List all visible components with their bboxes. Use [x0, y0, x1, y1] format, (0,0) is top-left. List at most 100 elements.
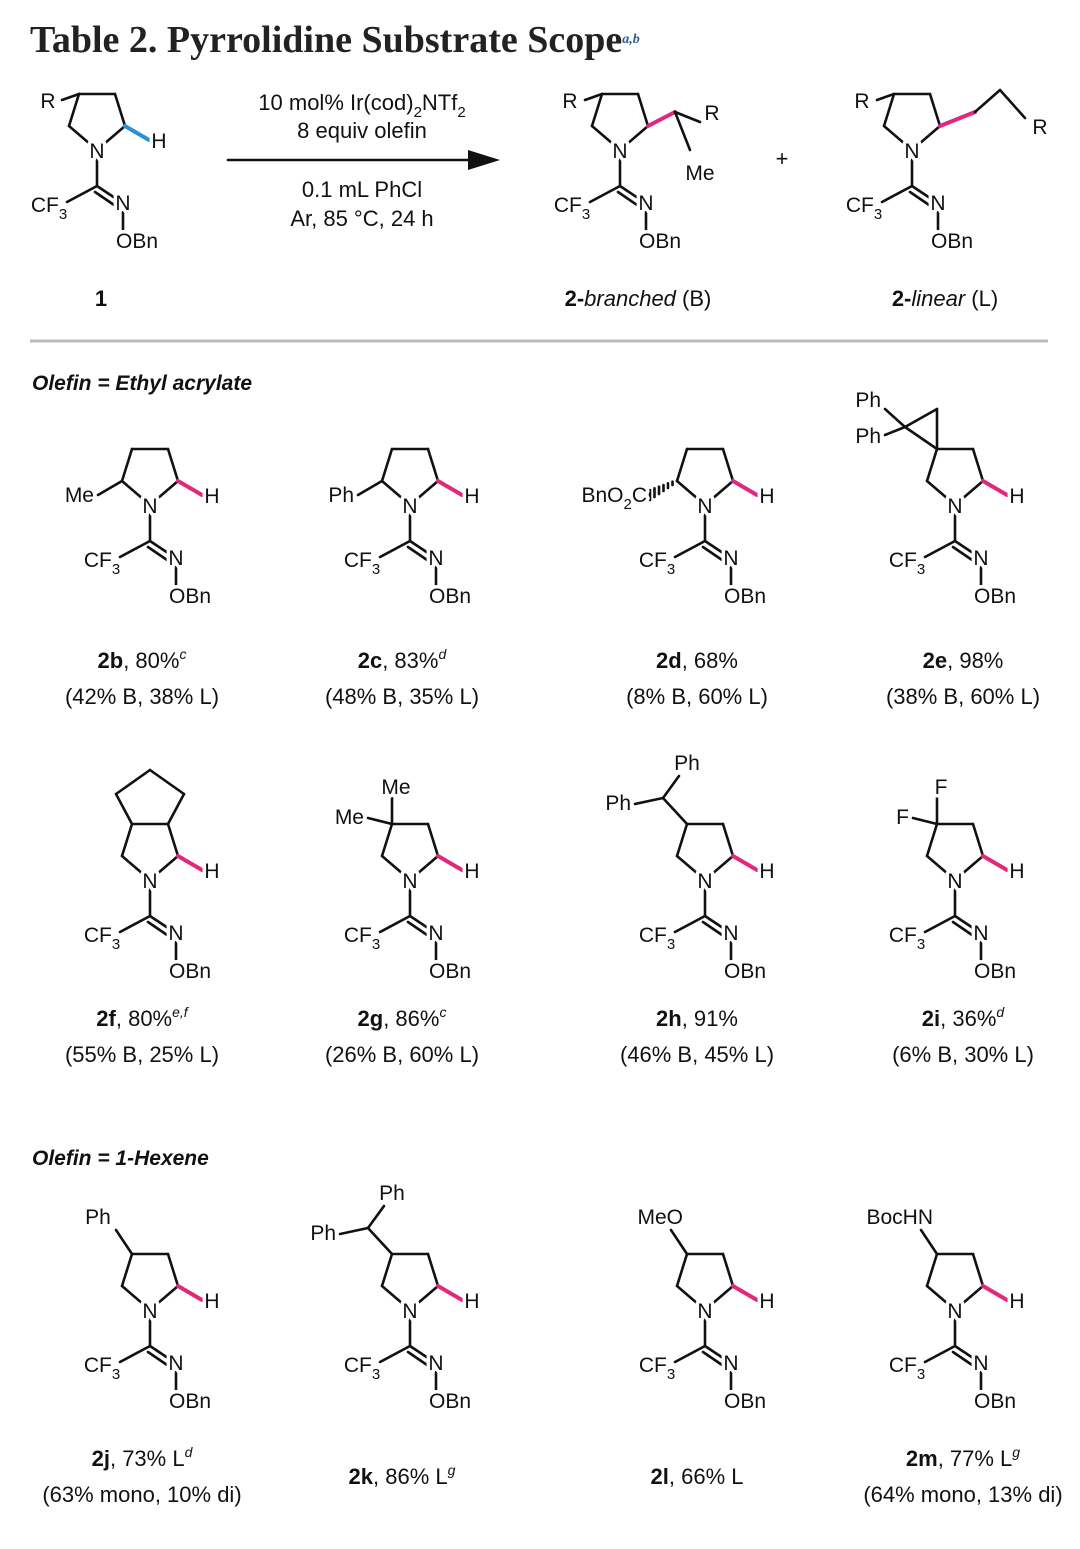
- bond: [703, 914, 731, 934]
- compound-id: 2l: [651, 1464, 669, 1489]
- atom-label: Me: [65, 484, 94, 507]
- atom-label: H: [464, 860, 479, 883]
- condition-solvent: 0.1 mL PhCl: [302, 177, 422, 202]
- condition-olefin: 8 equiv olefin: [297, 118, 427, 143]
- atom-label: N: [638, 192, 653, 215]
- label-part: NTf: [422, 90, 458, 115]
- bond: [166, 792, 186, 826]
- selectivity-detail: (8% B, 60% L): [626, 684, 768, 709]
- bond: [701, 1350, 727, 1369]
- compound-id: 2m: [906, 1446, 938, 1471]
- bond: [925, 854, 957, 882]
- bond: [675, 1284, 707, 1312]
- bond: [951, 920, 977, 939]
- ring-nitrogen: N: [947, 870, 962, 893]
- atom-label: R: [854, 90, 869, 113]
- bond: [366, 816, 394, 826]
- label-part: Table 2. Pyrrolidine Substrate Scope: [30, 19, 622, 61]
- yield-value: , 91%: [682, 1006, 738, 1031]
- yield-value: , 77% L: [938, 1446, 1013, 1471]
- bond: [166, 447, 180, 483]
- bond: [910, 184, 938, 204]
- atom-label: H: [204, 860, 219, 883]
- ch-bond: [176, 854, 204, 872]
- bond: [408, 1284, 440, 1312]
- bond: [380, 479, 412, 507]
- bond: [951, 545, 977, 564]
- compound-id: 2b: [98, 648, 124, 673]
- obn-label: OBn: [974, 1390, 1016, 1413]
- bond: [113, 92, 127, 128]
- label-part: CF: [344, 924, 372, 947]
- bond: [925, 1252, 939, 1288]
- bond: [903, 407, 939, 429]
- atom-label: H: [1009, 860, 1024, 883]
- label-part: CF: [344, 1354, 372, 1377]
- bond: [923, 539, 957, 559]
- bond: [910, 124, 942, 152]
- label-part: CF: [846, 194, 874, 217]
- selectivity-detail: (48% B, 35% L): [325, 684, 479, 709]
- atom-label: N: [723, 547, 738, 570]
- obn-label: OBn: [429, 1390, 471, 1413]
- cf3-label: CF3: [344, 549, 380, 578]
- bond: [971, 447, 985, 483]
- bond: [96, 479, 124, 497]
- obn-label: OBn: [429, 960, 471, 983]
- atom-label: BnO2C: [581, 484, 647, 513]
- label-part: (L): [965, 286, 998, 311]
- bond: [120, 1252, 134, 1288]
- obn-label: OBn: [931, 230, 973, 253]
- ring-nitrogen: N: [142, 870, 157, 893]
- obn-label: OBn: [169, 960, 211, 983]
- ring-nitrogen: N: [947, 1300, 962, 1323]
- yield-value: , 83%: [382, 648, 438, 673]
- bond: [408, 914, 436, 934]
- label-part: C: [632, 484, 647, 507]
- atom-label: H: [464, 485, 479, 508]
- selectivity-detail: (6% B, 30% L): [892, 1042, 1034, 1067]
- bond: [925, 822, 939, 858]
- obn-label: OBn: [724, 1390, 766, 1413]
- compound-yield: 2f, 80%e,f: [96, 1004, 190, 1031]
- ch-bond: [981, 854, 1009, 872]
- label-part: 3: [874, 206, 882, 223]
- compound-id: 2d: [656, 648, 682, 673]
- compound-id: 2g: [358, 1006, 384, 1031]
- bond: [908, 190, 934, 209]
- yield-value: , 86% L: [373, 1464, 448, 1489]
- bond: [426, 447, 440, 483]
- bond: [148, 854, 180, 882]
- bond: [953, 479, 985, 507]
- ch-bond: [731, 479, 759, 497]
- bond: [953, 854, 985, 882]
- bond: [998, 88, 1027, 120]
- label-part: CF: [84, 549, 112, 572]
- atom-label: N: [723, 922, 738, 945]
- label-part: 2: [623, 496, 631, 513]
- compound-yield: 2e, 98%: [923, 648, 1004, 673]
- ring-nitrogen: N: [697, 1300, 712, 1323]
- atom-label: BocHN: [866, 1206, 933, 1229]
- bond: [633, 796, 665, 806]
- bond: [408, 1344, 436, 1364]
- selectivity-detail: (55% B, 25% L): [65, 1042, 219, 1067]
- yield-value: , 66% L: [669, 1464, 744, 1489]
- atom-label: N: [168, 922, 183, 945]
- label-part: CF: [84, 1354, 112, 1377]
- ring-nitrogen: N: [947, 495, 962, 518]
- atom-label: MeO: [637, 1206, 683, 1229]
- bond: [118, 1344, 152, 1364]
- atom-label: N: [428, 1352, 443, 1375]
- label-part: branched: [584, 286, 677, 311]
- label-part: CF: [639, 1354, 667, 1377]
- footnote-marker: e,f: [172, 1004, 190, 1020]
- label-part: 3: [112, 936, 120, 953]
- label-part: CF: [889, 924, 917, 947]
- bond: [953, 1284, 985, 1312]
- label-part: BnO: [581, 484, 623, 507]
